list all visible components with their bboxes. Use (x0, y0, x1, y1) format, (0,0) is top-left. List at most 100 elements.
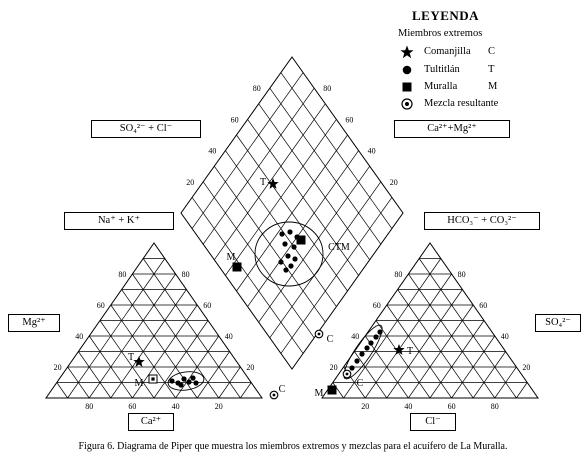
sample-point (186, 379, 192, 385)
grid-line (142, 258, 241, 399)
tick-label: 20 (246, 363, 254, 372)
star-marker-t-diamond (267, 178, 279, 189)
square-marker-core (151, 377, 155, 381)
grid-line (397, 289, 474, 399)
grid-line (375, 320, 431, 399)
point-label: CTM (328, 242, 350, 253)
sample-point (181, 376, 187, 382)
mixture-marker-core (345, 372, 349, 376)
tick-label: 80 (323, 84, 331, 93)
mixing-envelope-diamond (254, 221, 324, 287)
tick-label: 40 (225, 332, 233, 341)
tick-label: 80 (182, 270, 190, 279)
tick-label: 60 (231, 115, 239, 124)
sample-point (178, 382, 184, 388)
sample-point (169, 378, 175, 384)
grid-line (88, 273, 176, 399)
legend-item-name: Tultitlán (424, 64, 460, 75)
tick-label: 60 (479, 301, 487, 310)
label-ca: Ca²⁺ (128, 413, 174, 431)
grid-line (236, 134, 348, 292)
sample-point (354, 358, 360, 364)
point-label: M (135, 378, 144, 389)
grid-line (110, 289, 187, 399)
grid-line (280, 72, 393, 229)
legend-item-name: Comanjilla (424, 46, 471, 57)
tick-label: 60 (373, 301, 381, 310)
grid-line (78, 351, 112, 399)
diamond-grid (180, 56, 404, 370)
sample-point (292, 256, 298, 262)
tick-label: 20 (361, 402, 369, 411)
grid-line (247, 150, 359, 307)
tick-label: 20 (390, 178, 398, 187)
sample-point (282, 241, 288, 247)
legend-item-name: Muralla (424, 81, 458, 92)
label-ca-mg: Ca²⁺+Mg²⁺ (394, 120, 510, 138)
figure-caption: Figura 6. Diagrama de Piper que muestra … (78, 441, 508, 452)
grid-line (516, 382, 528, 399)
tick-label: 40 (351, 332, 359, 341)
square-marker-m-diamond (232, 262, 242, 272)
grid-line (153, 320, 209, 399)
label-hco3-co3: HCO₃⁻ + CO₃²⁻ (424, 212, 540, 230)
tick-label: 20 (330, 363, 338, 372)
grid-line (121, 289, 198, 399)
sample-point (278, 259, 284, 265)
tick-label: 40 (404, 402, 412, 411)
legend-item-abbr: M (488, 81, 498, 92)
label-mg: Mg²⁺ (8, 314, 60, 332)
tick-label: 80 (85, 402, 93, 411)
grid-line (354, 351, 388, 399)
grid-line (258, 165, 370, 323)
mixture-marker-core (272, 393, 276, 397)
tick-label: 60 (128, 402, 136, 411)
square-marker-ctm (296, 235, 306, 245)
sample-point (279, 231, 285, 237)
legend-subtitle: Miembros extremos (398, 28, 483, 39)
right-triangle-grid (321, 242, 539, 399)
tick-label: 60 (203, 301, 211, 310)
triangle-outline (45, 242, 263, 399)
grid-line (67, 258, 166, 399)
grid-line (472, 351, 506, 399)
mixing-envelope-right (343, 324, 383, 380)
grid-line (408, 273, 496, 399)
sample-point (373, 334, 379, 340)
grid-line (332, 382, 344, 399)
grid-line (429, 320, 485, 399)
grid-line (269, 181, 382, 339)
legend-title: LEYENDA (412, 8, 480, 23)
grid-line (56, 382, 68, 399)
tick-label: 60 (448, 402, 456, 411)
grid-line (418, 258, 517, 399)
triangle-outline (321, 242, 539, 399)
star-icon (400, 45, 414, 59)
tick-label: 80 (253, 84, 261, 93)
grid-line (343, 258, 442, 399)
star-marker-t-right (393, 344, 405, 355)
tick-label: 40 (75, 332, 83, 341)
tick-label: 60 (97, 301, 105, 310)
sample-point (349, 365, 355, 371)
sample-point (285, 253, 291, 259)
grid-line (386, 289, 463, 399)
tick-label: 40 (501, 332, 509, 341)
legend-item-abbr: C (488, 46, 496, 57)
tick-label: 80 (491, 402, 499, 411)
grid-line (269, 87, 382, 245)
tick-label: 40 (368, 147, 376, 156)
grid-line (132, 273, 220, 399)
grid-line (99, 320, 155, 399)
point-label: T (260, 177, 266, 188)
sample-point (377, 329, 383, 335)
point-label: C (357, 378, 364, 389)
grid-line (240, 382, 252, 399)
point-label: C (327, 334, 334, 345)
tick-label: 40 (172, 402, 180, 411)
tick-label: 80 (118, 270, 126, 279)
sample-point (288, 263, 294, 269)
sample-point (364, 345, 370, 351)
